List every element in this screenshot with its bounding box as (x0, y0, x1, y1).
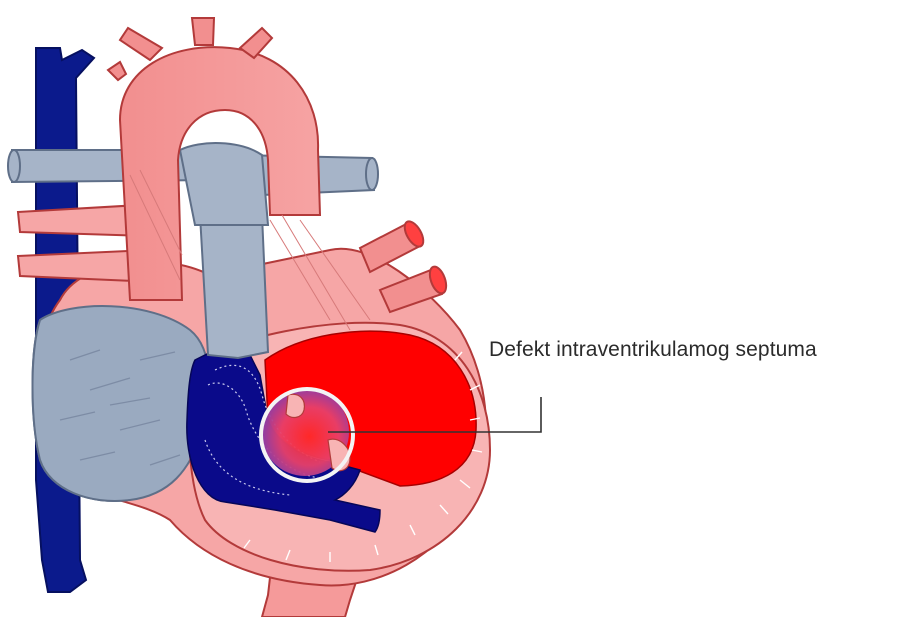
pulmonary-trunk (200, 215, 268, 358)
pulmonary-artery-left-end (8, 150, 20, 182)
aortic-branch-4 (108, 62, 126, 80)
septum-tip (286, 394, 304, 417)
callout-label: Defekt intraventrikulamog septuma (489, 338, 817, 362)
pulmonary-bifurcation (180, 143, 268, 225)
pulmonary-artery-right-end (366, 158, 378, 190)
aortic-branch-2 (192, 18, 214, 45)
aortic-branch-1 (120, 28, 162, 60)
